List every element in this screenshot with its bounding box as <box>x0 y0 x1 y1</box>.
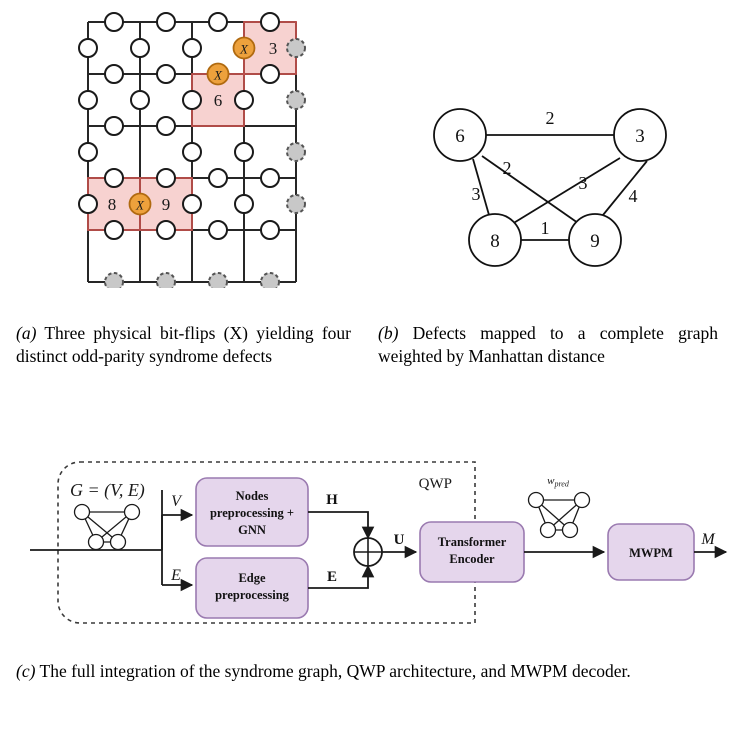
plaquette-labels: 3 6 8 9 <box>108 39 278 214</box>
block-mwpm[interactable]: MWPM <box>607 523 695 581</box>
qubits-horizontal <box>104 12 280 240</box>
caption-panel-c: (c) The full integration of the syndrome… <box>16 660 716 683</box>
edge-weight-6-9: 2 <box>503 158 512 178</box>
plaquette-label-9: 9 <box>162 195 171 214</box>
block-transformer-line-2: Encoder <box>449 552 495 566</box>
graph-node-9: 9 <box>568 213 622 267</box>
graph-node-label: 6 <box>455 126 465 147</box>
plaquette-label-3: 3 <box>269 39 278 58</box>
error-marker-label: X <box>135 198 145 213</box>
caption-c-label: (c) <box>16 661 36 681</box>
wpred-label: wpred <box>547 475 570 489</box>
input-graph-nodes <box>73 503 141 551</box>
signal-label-e: E <box>170 567 181 584</box>
graph-node-8: 8 <box>468 213 522 267</box>
edge-3-9 <box>602 160 648 216</box>
graph-nodes: 6 3 8 9 <box>433 108 667 267</box>
panel-a-lattice-figure: X X X 3 6 8 9 <box>44 8 334 292</box>
edge-weight-labels: 2 2 3 3 4 1 <box>472 108 638 238</box>
edge-weight-8-9: 1 <box>541 218 550 238</box>
caption-b-text: Defects mapped to a complete graph weigh… <box>378 323 718 367</box>
block-nodes-gnn-line-3: GNN <box>238 523 266 537</box>
plaquette-label-6: 6 <box>214 91 223 110</box>
graph-node-label: 3 <box>635 126 645 147</box>
sum-node-icon <box>353 537 383 567</box>
signal-label-v: V <box>171 493 183 510</box>
edge-6-8 <box>472 158 490 216</box>
edge-6-9 <box>481 155 579 224</box>
qwp-region-boundary <box>57 461 476 624</box>
block-nodes-gnn-line-1: Nodes <box>236 489 269 503</box>
edge-weight-6-3: 2 <box>546 108 555 128</box>
signal-label-e-bold: E <box>327 569 337 585</box>
signal-label-u: U <box>394 532 405 548</box>
error-marker-x-3: X <box>128 192 152 216</box>
block-nodes-gnn[interactable]: Nodes preprocessing + GNN <box>195 477 309 547</box>
block-edge-line-2: preprocessing <box>215 588 290 602</box>
complete-graph-svg: 6 3 8 9 2 2 3 3 4 1 <box>433 108 667 267</box>
caption-panel-a: (a) Three physical bit-flips (X) yieldin… <box>16 322 351 369</box>
input-graph-label: G = (V, E) <box>70 480 145 501</box>
error-marker-x-1: X <box>232 36 256 60</box>
input-graph-icon: G = (V, E) <box>70 480 145 551</box>
caption-panel-b: (b) Defects mapped to a complete graph w… <box>378 322 718 369</box>
panel-c-architecture-figure: QWP G = (V, E) V <box>20 440 730 645</box>
block-transformer-line-1: Transformer <box>438 535 507 549</box>
error-marker-x-2: X <box>206 62 230 86</box>
block-transformer-encoder[interactable]: Transformer Encoder <box>419 521 525 583</box>
plaquette-label-8: 8 <box>108 195 117 214</box>
architecture-svg: QWP G = (V, E) V <box>30 461 728 624</box>
graph-node-3: 3 <box>613 108 667 162</box>
caption-b-label: (b) <box>378 323 399 343</box>
panel-b-graph-figure: 6 3 8 9 2 2 3 3 4 1 <box>390 80 720 290</box>
qwp-region-label: QWP <box>419 476 452 492</box>
graph-node-label: 9 <box>590 231 600 252</box>
error-marker-label: X <box>239 42 249 57</box>
graph-node-label: 8 <box>490 231 500 252</box>
e-output-path <box>308 564 375 589</box>
error-marker-label: X <box>213 68 223 83</box>
signal-label-h: H <box>326 492 338 508</box>
wpred-graph-nodes <box>527 491 591 539</box>
edge-weight-3-9: 4 <box>629 186 638 206</box>
block-edge-line-1: Edge <box>238 571 266 585</box>
graph-node-6: 6 <box>433 108 487 162</box>
signal-label-m: M <box>700 531 716 548</box>
caption-c-text: The full integration of the syndrome gra… <box>39 661 631 681</box>
edge-3-8 <box>511 157 621 225</box>
edge-weight-3-8: 3 <box>579 173 588 193</box>
block-mwpm-label: MWPM <box>629 546 673 560</box>
h-output-path <box>308 511 375 540</box>
wpred-graph-icon: wpred <box>527 475 591 539</box>
caption-a-text: Three physical bit-flips (X) yielding fo… <box>16 323 351 367</box>
error-markers: X X X <box>128 36 256 216</box>
caption-a-label: (a) <box>16 323 37 343</box>
graph-edges <box>472 134 648 241</box>
lattice-svg: X X X 3 6 8 9 <box>78 12 306 292</box>
block-edge-preprocessing[interactable]: Edge preprocessing <box>195 557 309 619</box>
block-nodes-gnn-line-2: preprocessing + <box>210 506 294 520</box>
edge-weight-6-8: 3 <box>472 184 481 204</box>
